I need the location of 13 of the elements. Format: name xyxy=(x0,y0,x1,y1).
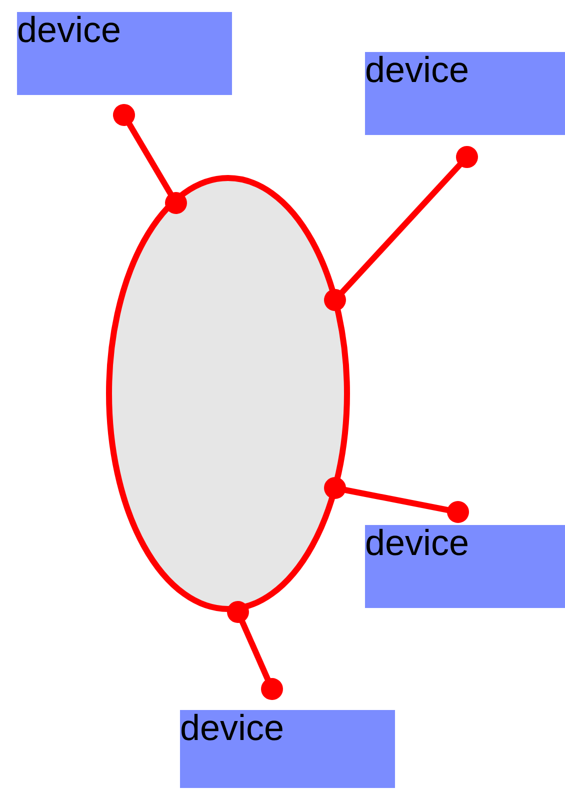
device-box xyxy=(365,52,565,135)
device-label: device xyxy=(180,710,284,746)
device-box xyxy=(17,12,232,95)
device-label: device xyxy=(365,52,470,88)
ellipse-shape xyxy=(106,175,350,612)
device-box xyxy=(180,710,395,788)
connector-line xyxy=(113,104,187,214)
connector-line xyxy=(227,601,283,700)
connector-line xyxy=(324,477,469,523)
device-label: device xyxy=(365,525,470,561)
connector-line xyxy=(324,146,478,311)
device-label: device xyxy=(17,12,122,48)
device-box xyxy=(365,525,565,608)
